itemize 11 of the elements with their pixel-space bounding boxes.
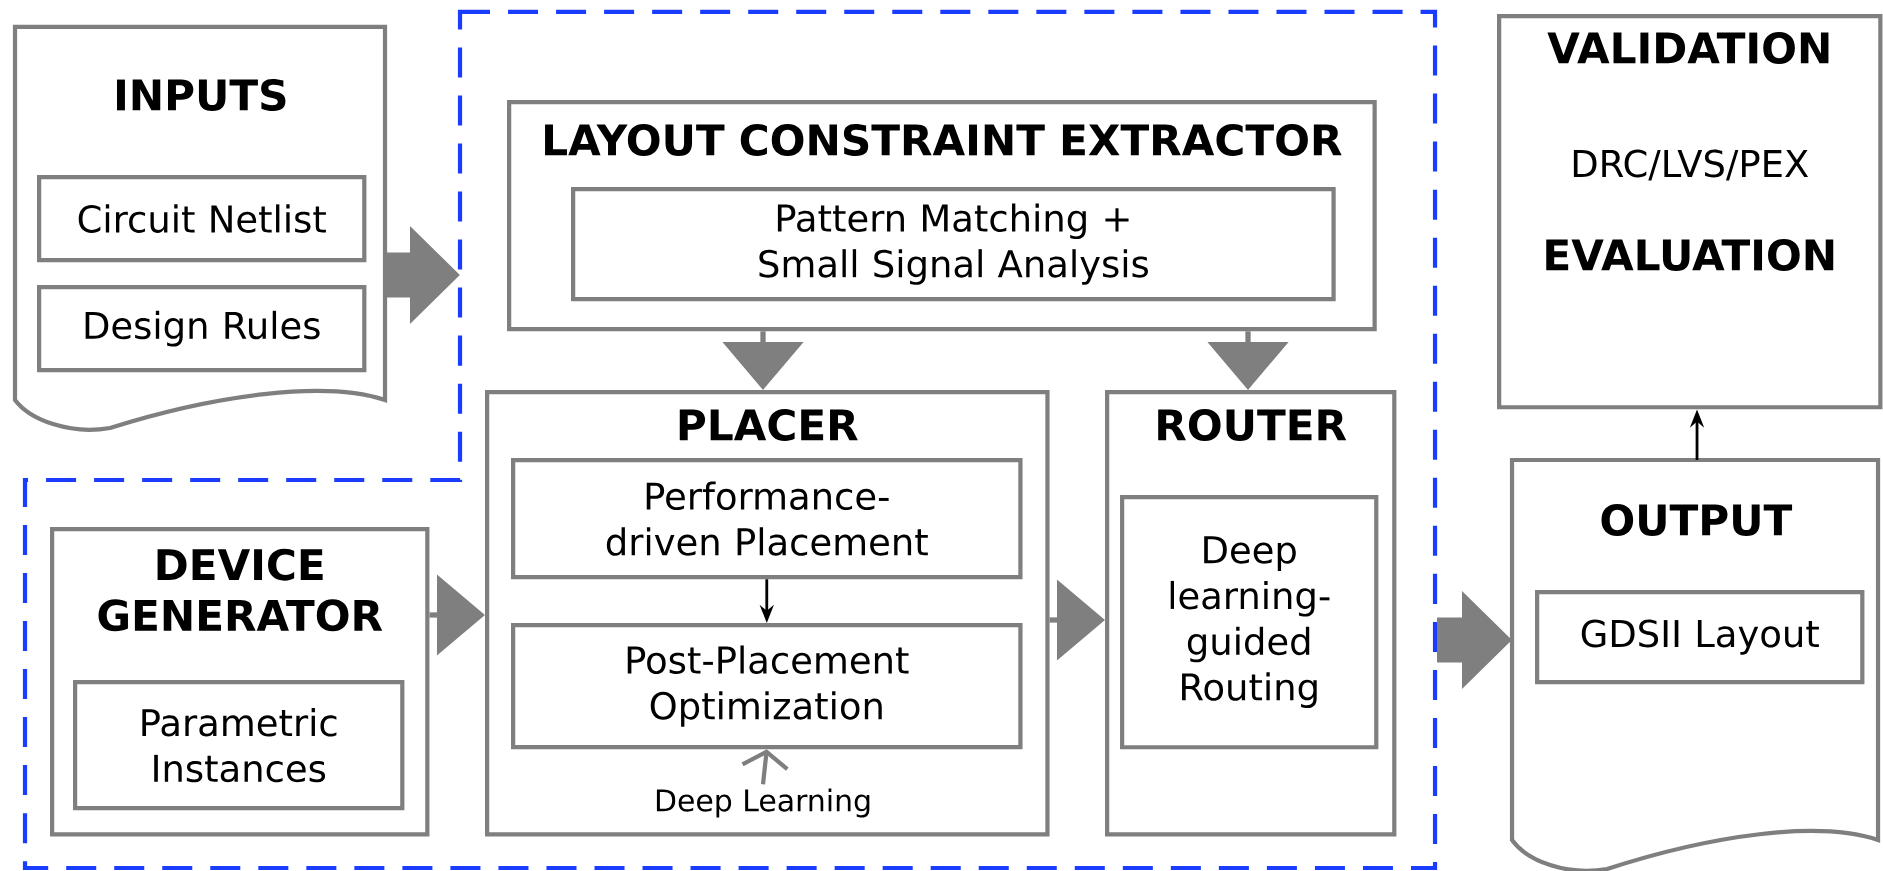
- inner-box: Post-Placement Optimization: [511, 623, 1023, 750]
- inner-box: Pattern Matching + Small Signal Analysis: [571, 187, 1336, 302]
- process-box: VALIDATION DRC/LVS/PEX EVALUATION: [1497, 14, 1883, 410]
- inner-box: GDSII Layout: [1535, 590, 1865, 685]
- inner-box: Circuit Netlist: [37, 175, 367, 263]
- inner-box: Design Rules: [37, 285, 367, 373]
- inner-box: Deep learning-guided Routing: [1120, 495, 1379, 750]
- dashed-region: [22, 9, 1438, 871]
- inner-box: Parametric Instances: [73, 680, 405, 811]
- bare-label: Deep Learning: [656, 788, 870, 818]
- inner-box: Performance-driven Placement: [511, 458, 1023, 580]
